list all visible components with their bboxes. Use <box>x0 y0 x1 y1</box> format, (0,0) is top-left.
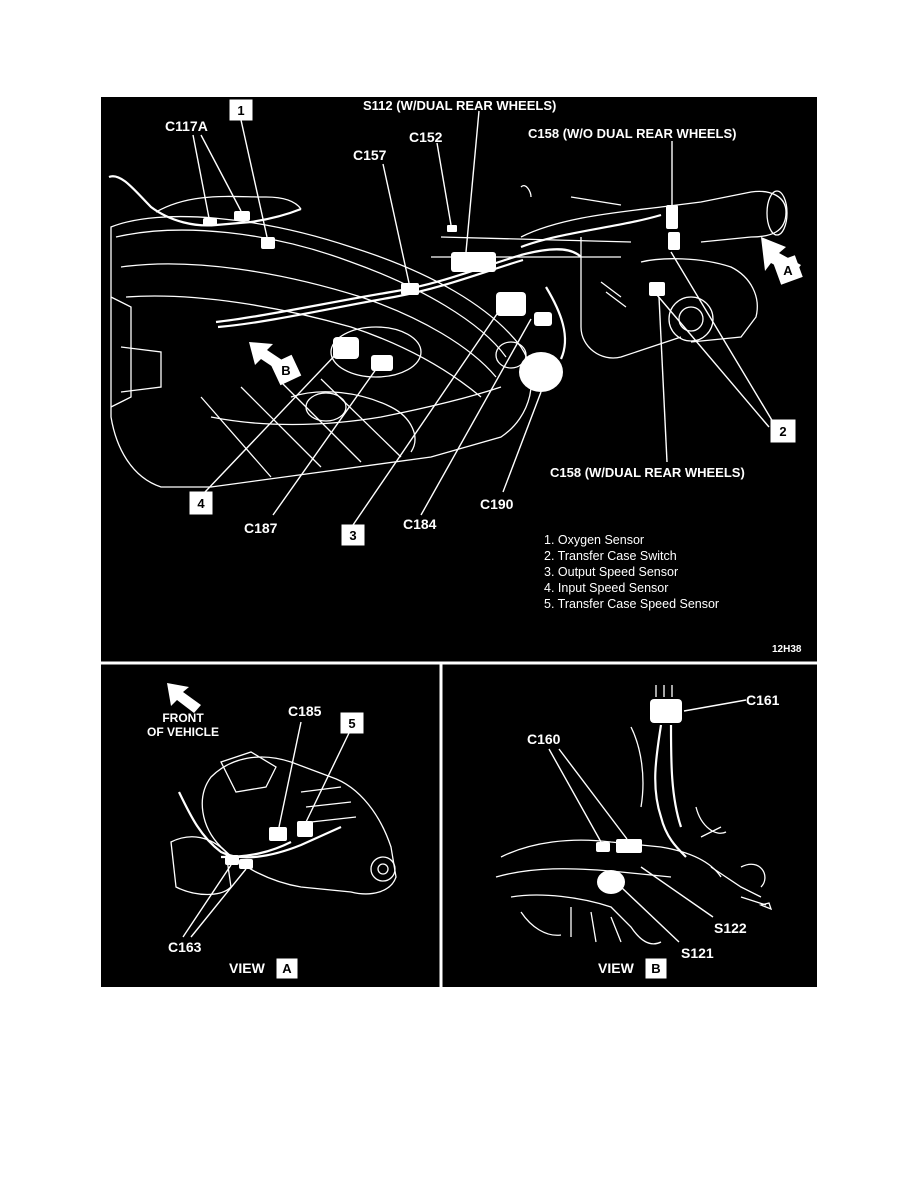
legend: 1. Oxygen Sensor 2. Transfer Case Switch… <box>544 533 719 611</box>
box-callout-2-text: 2 <box>779 424 786 439</box>
front-label-line1: FRONT <box>162 711 204 725</box>
arrow-a: A <box>761 237 803 285</box>
view-b-panel: C161 C160 S122 S121 VIEW <box>495 685 780 979</box>
box-callout-5-text: 5 <box>348 716 355 731</box>
arrow-b-letter: B <box>281 363 290 378</box>
view-a-label: VIEW <box>229 960 266 976</box>
view-b-illustration <box>495 685 773 945</box>
label-c161: C161 <box>746 692 780 708</box>
label-c117a: C117A <box>165 118 208 134</box>
diagram-svg: 1 2 4 3 A B <box>101 98 817 987</box>
main-view: 1 2 4 3 A B <box>108 98 803 655</box>
legend-item-4: 4. Input Speed Sensor <box>544 581 668 595</box>
box-callout-1-text: 1 <box>237 103 244 118</box>
view-b-label: VIEW <box>598 960 635 976</box>
label-c185: C185 <box>288 703 322 719</box>
label-c163: C163 <box>168 939 202 955</box>
box-callout-4: 4 <box>189 491 213 515</box>
view-b-box: B <box>645 958 667 979</box>
label-c157: C157 <box>353 147 387 163</box>
legend-item-5: 5. Transfer Case Speed Sensor <box>544 597 719 611</box>
label-c190: C190 <box>480 496 514 512</box>
view-a-box-letter: A <box>282 961 292 976</box>
transfer-case-illustration <box>170 751 397 896</box>
box-callout-3-text: 3 <box>349 528 356 543</box>
label-c158-w: C158 (W/DUAL REAR WHEELS) <box>550 465 745 480</box>
view-a-panel: FRONT OF VEHICLE C185 5 C163 VIEW <box>147 683 397 979</box>
legend-item-3: 3. Output Speed Sensor <box>544 565 678 579</box>
legend-item-2: 2. Transfer Case Switch <box>544 549 677 563</box>
box-callout-5: 5 <box>340 712 364 734</box>
legend-item-1: 1. Oxygen Sensor <box>544 533 644 547</box>
arrow-b: B <box>249 342 302 386</box>
transmission-illustration <box>108 175 788 488</box>
arrow-a-letter: A <box>783 263 793 278</box>
label-c152: C152 <box>409 129 443 145</box>
box-callout-2: 2 <box>770 419 796 443</box>
figure-code: 12H38 <box>772 644 802 655</box>
box-callout-3: 3 <box>341 524 365 546</box>
label-c184: C184 <box>403 516 437 532</box>
front-label-line2: OF VEHICLE <box>147 725 219 739</box>
view-b-box-letter: B <box>651 961 660 976</box>
label-c160: C160 <box>527 731 561 747</box>
label-c158-wo: C158 (W/O DUAL REAR WHEELS) <box>528 126 737 141</box>
label-s122: S122 <box>714 920 747 936</box>
label-s121: S121 <box>681 945 714 961</box>
view-a-box: A <box>276 958 298 979</box>
label-c187: C187 <box>244 520 278 536</box>
box-callout-4-text: 4 <box>197 496 205 511</box>
label-s112: S112 (W/DUAL REAR WHEELS) <box>363 98 556 113</box>
front-arrow-icon <box>167 683 201 713</box>
leader-lines <box>192 110 774 526</box>
box-callout-1: 1 <box>229 99 253 121</box>
wiring-diagram: 1 2 4 3 A B <box>101 97 817 987</box>
